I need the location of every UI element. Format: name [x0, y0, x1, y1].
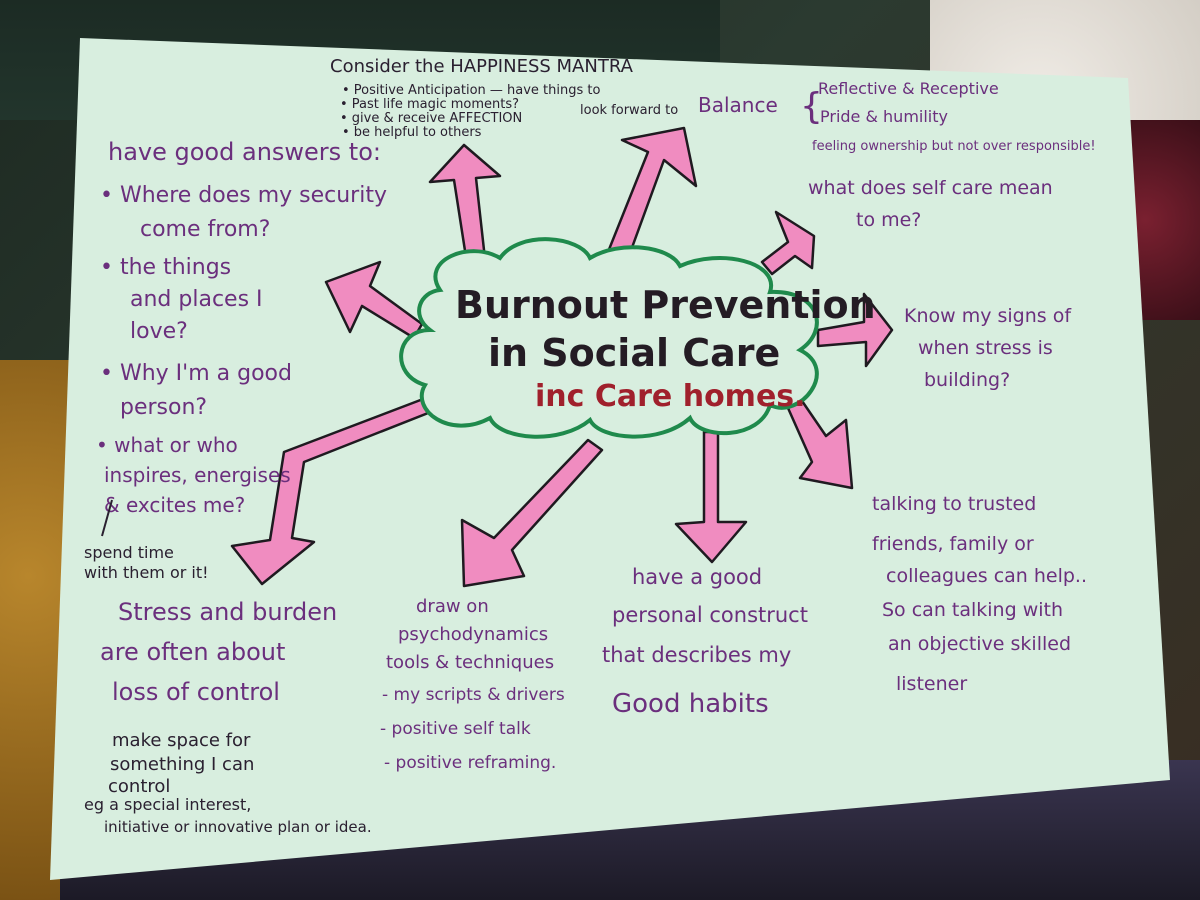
arrow-signs: [816, 292, 894, 368]
answers-line: love?: [130, 319, 188, 344]
psycho-line: - positive self talk: [380, 719, 531, 739]
title-line-1: Burnout Prevention: [455, 283, 876, 327]
brace-glyph: {: [800, 86, 823, 127]
selfcare-line: what does self care mean: [808, 177, 1053, 199]
psycho-block: draw on psychodynamics tools & technique…: [380, 596, 565, 773]
paper-sheet: [50, 38, 1170, 880]
construct-line: Good habits: [612, 689, 769, 719]
arrow-selfcare: [760, 210, 816, 276]
title-line-2: in Social Care: [488, 331, 780, 375]
balance-item: Pride & humility: [820, 107, 948, 126]
happiness-item: • Past life magic moments?: [340, 97, 519, 112]
talking-line: friends, family or: [872, 533, 1034, 555]
psycho-line: draw on: [416, 596, 489, 617]
happiness-item: look forward to: [580, 103, 678, 118]
construct-line: personal construct: [612, 603, 808, 627]
arrow-construct: [674, 430, 748, 564]
signs-line: when stress is: [918, 337, 1053, 359]
arrow-psycho: [460, 438, 604, 588]
make-space-line: control: [108, 776, 170, 797]
signs-line: building?: [924, 369, 1010, 391]
title-line-3: inc Care homes.: [535, 379, 806, 414]
answers-heading: have good answers to:: [108, 138, 381, 166]
answers-block: have good answers to: • Where does my se…: [84, 138, 387, 582]
make-space-line: make space for: [112, 730, 251, 751]
happiness-heading: Consider the HAPPINESS MANTRA: [330, 56, 634, 77]
answers-line: & excites me?: [104, 493, 245, 517]
happiness-item: • give & receive AFFECTION: [340, 111, 522, 126]
psycho-line: psychodynamics: [398, 624, 548, 645]
happiness-mantra: Consider the HAPPINESS MANTRA • Positive…: [330, 56, 678, 140]
spend-time-line: spend time: [84, 543, 174, 562]
make-space-line: eg a special interest,: [84, 795, 251, 814]
answers-line: and places I: [130, 287, 263, 312]
construct-line: that describes my: [602, 643, 791, 667]
psycho-line: tools & techniques: [386, 652, 554, 673]
stress-line: Stress and burden: [118, 598, 337, 626]
arrow-talking: [786, 396, 854, 490]
arrow-stress: [230, 386, 458, 586]
selfcare-block: what does self care mean to me?: [808, 177, 1053, 231]
arrows: [230, 126, 894, 588]
talking-line: talking to trusted: [872, 493, 1036, 515]
stress-block: Stress and burden are often about loss o…: [84, 598, 372, 836]
make-space-line: something I can: [110, 754, 254, 775]
balance-item: feeling ownership but not over responsib…: [812, 139, 1096, 154]
talking-line: colleagues can help..: [886, 565, 1087, 587]
construct-line: have a good: [632, 565, 762, 589]
answers-line: • Where does my security: [100, 183, 387, 208]
pointer-line: [101, 499, 113, 537]
psycho-line: - my scripts & drivers: [382, 685, 565, 705]
make-space-line: initiative or innovative plan or idea.: [104, 818, 372, 836]
answers-line: • what or who: [96, 433, 238, 457]
central-cloud: [399, 237, 819, 439]
answers-line: • Why I'm a good: [100, 361, 292, 386]
spend-time-line: with them or it!: [84, 563, 209, 582]
talking-block: talking to trusted friends, family or co…: [872, 493, 1087, 695]
talking-line: So can talking with: [882, 599, 1063, 621]
arrow-answers: [324, 260, 424, 340]
signs-line: Know my signs of: [904, 305, 1072, 327]
signs-block: Know my signs of when stress is building…: [904, 305, 1072, 391]
balance-block: Balance { Reflective & Receptive Pride &…: [698, 79, 1096, 154]
answers-line: • the things: [100, 255, 231, 280]
selfcare-line: to me?: [856, 209, 921, 231]
answers-line: inspires, energises: [104, 463, 291, 487]
construct-block: have a good personal construct that desc…: [602, 565, 808, 719]
stress-line: are often about: [100, 638, 285, 666]
talking-line: an objective skilled: [888, 633, 1071, 655]
talking-line: listener: [896, 673, 967, 695]
stress-line: loss of control: [112, 678, 280, 706]
happiness-item: • Positive Anticipation — have things to: [342, 83, 601, 98]
psycho-line: - positive reframing.: [384, 753, 556, 773]
answers-line: come from?: [140, 217, 270, 242]
balance-item: Reflective & Receptive: [818, 79, 999, 98]
happiness-item: • be helpful to others: [342, 125, 482, 140]
answers-line: person?: [120, 395, 207, 420]
balance-label: Balance: [698, 93, 778, 117]
